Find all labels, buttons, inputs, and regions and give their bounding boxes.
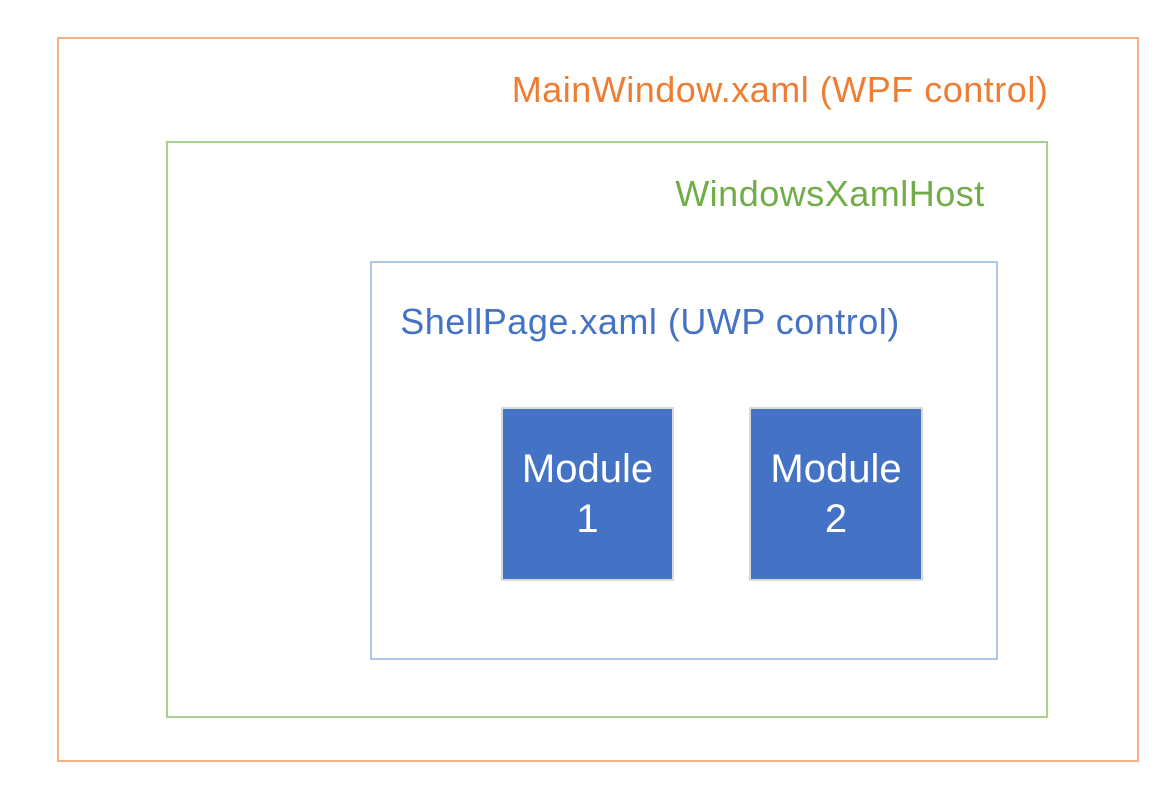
windowsxamlhost-label: WindowsXamlHost [675, 173, 985, 214]
windowsxamlhost-box [166, 141, 1048, 718]
shellpage-uwp-box [370, 261, 998, 660]
shellpage-uwp-label: ShellPage.xaml (UWP control) [400, 301, 900, 342]
mainwindow-wpf-box [57, 37, 1139, 762]
module-1-box: Module 1 [501, 407, 674, 581]
module-2-label-line2: 2 [824, 497, 848, 541]
module-1-label-line2: 1 [576, 497, 599, 541]
module-1-label-line1: Module [521, 447, 654, 491]
mainwindow-wpf-label: MainWindow.xaml (WPF control) [511, 69, 1049, 110]
module-2-label-line1: Module [770, 447, 902, 491]
module-2-box: Module 2 [749, 407, 923, 581]
